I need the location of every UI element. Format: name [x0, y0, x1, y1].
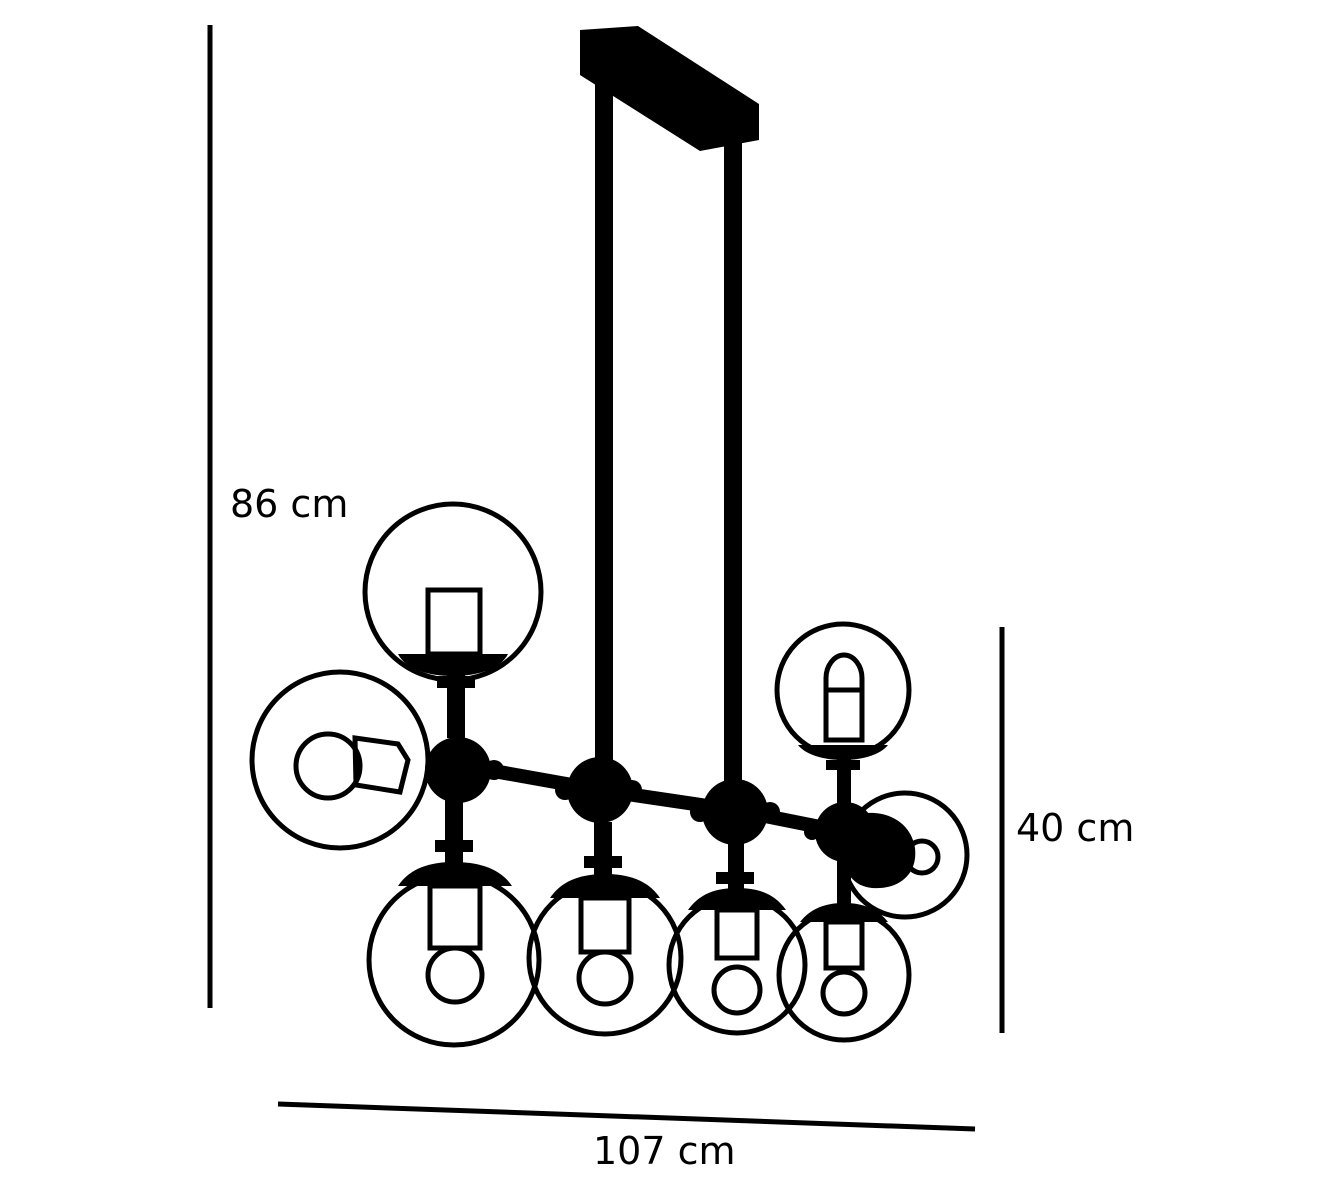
joint-nub-2a — [555, 780, 575, 800]
width-dimension-line — [277, 1101, 976, 1132]
stem-top-left — [447, 673, 465, 738]
bulb-bottom-3 — [711, 964, 763, 1016]
bulb-bottom-4 — [820, 969, 868, 1017]
bulb-right-side — [903, 838, 941, 876]
bulb-top-right — [823, 652, 865, 690]
globe-right-side — [840, 790, 970, 920]
cup-bottom-2 — [550, 874, 660, 898]
socket-top-left — [425, 587, 483, 657]
globe-bottom-2 — [526, 879, 684, 1037]
main-beam — [458, 758, 847, 839]
globes — [249, 501, 970, 1048]
socket-bottom-4 — [823, 919, 865, 971]
joint-nub-3a — [690, 802, 710, 822]
arm-stems — [435, 673, 860, 905]
suspension-rod-right — [724, 140, 742, 790]
ceiling-canopy — [580, 26, 759, 151]
cup-top-right — [798, 745, 888, 760]
bulbs — [293, 587, 941, 1017]
socket-top-right — [823, 687, 865, 743]
globe-top-left — [362, 501, 544, 683]
stem-bottom-2 — [594, 822, 612, 887]
cup-top-left — [398, 654, 508, 676]
width-dimension-label: 107 cm — [593, 1129, 736, 1173]
joint-nub-2b — [622, 780, 642, 800]
cup-side-right — [843, 812, 916, 889]
collar-bottom-3 — [716, 872, 754, 884]
globe-bottom-4 — [776, 907, 912, 1043]
joint-nub-3b — [760, 802, 780, 822]
socket-left-side — [352, 735, 411, 795]
bulb-bottom-1 — [425, 945, 485, 1005]
collar-top-right — [826, 760, 860, 770]
suspension-rod-left — [595, 80, 613, 770]
socket-bottom-1 — [427, 883, 483, 951]
joint-nub-1 — [484, 760, 504, 780]
drop-dimension-label: 40 cm — [1016, 806, 1135, 850]
socket-bottom-2 — [578, 895, 632, 955]
height-dimension-label: 86 cm — [230, 482, 349, 526]
globe-left-side — [249, 669, 431, 851]
collar-bottom-2 — [584, 856, 622, 868]
globe-top-right — [774, 621, 912, 759]
joint-hub-2 — [567, 757, 633, 823]
joint-hub-1 — [425, 737, 491, 803]
stem-bottom-1 — [445, 800, 463, 870]
globe-bottom-3 — [666, 894, 808, 1036]
joint-hub-3 — [702, 779, 768, 845]
globe-bottom-1 — [366, 872, 542, 1048]
socket-bottom-3 — [714, 907, 760, 961]
collar-bottom-1 — [435, 840, 473, 852]
joint-nub-4 — [804, 824, 820, 840]
bulb-left-side — [293, 731, 363, 801]
bulb-bottom-2 — [576, 949, 634, 1007]
